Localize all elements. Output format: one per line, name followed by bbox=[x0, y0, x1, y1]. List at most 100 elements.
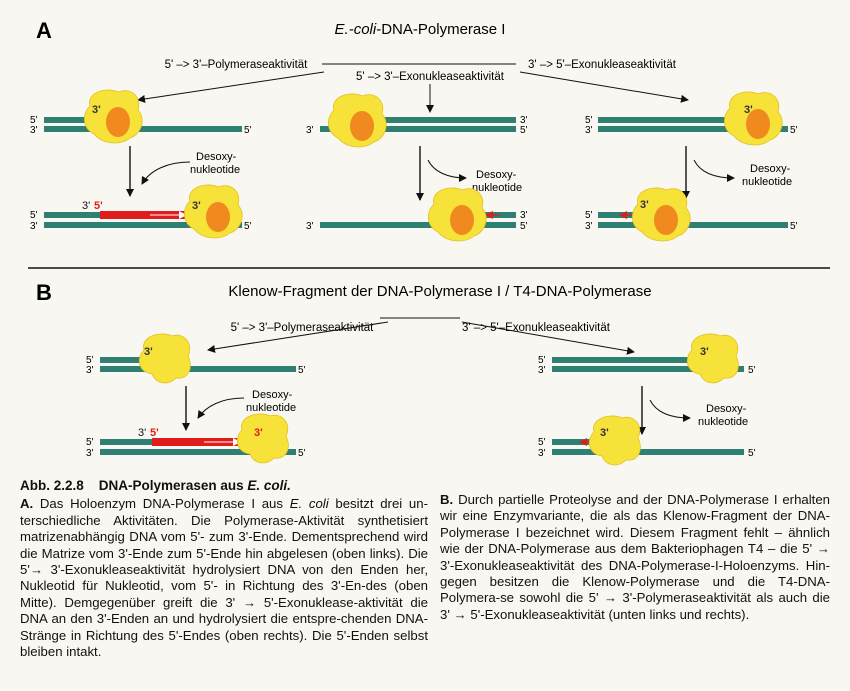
caption-left: Abb. 2.2.8 DNA-Polymerasen aus E. coli. … bbox=[20, 478, 428, 660]
svg-text:5': 5' bbox=[585, 115, 593, 126]
activity-exo53-a: 5' –> 3'–Exonukleaseaktivität bbox=[356, 71, 505, 83]
caption-heading-label: Abb. 2.2.8 bbox=[20, 478, 84, 493]
desoxy-a-left-2: nukleotide bbox=[190, 164, 240, 176]
svg-text:5': 5' bbox=[790, 221, 798, 232]
svg-text:5': 5' bbox=[748, 365, 756, 376]
arrow-to-exo35-a bbox=[519, 71, 689, 103]
desoxy-a-middle-1: Desoxy- bbox=[476, 169, 517, 181]
panel-b-title: Klenow-Fragment der DNA-Polymerase I / T… bbox=[228, 283, 651, 300]
enzyme-b-left-after bbox=[236, 413, 289, 464]
svg-text:5': 5' bbox=[538, 437, 546, 448]
dna-b-left-after: 5' 3' 5' bbox=[86, 437, 306, 459]
svg-text:3': 3' bbox=[306, 125, 314, 136]
dna-a-right-after: 5' 3' 5' bbox=[585, 210, 798, 232]
dna-a-left-before: 5' 3' 5' bbox=[30, 115, 252, 136]
svg-text:5': 5' bbox=[244, 125, 252, 136]
label-3prime-b-left-enzyme: 3' bbox=[254, 427, 263, 439]
desoxy-a-right-2: nukleotide bbox=[742, 176, 792, 188]
enzyme-a-right-after bbox=[632, 187, 691, 242]
svg-text:3': 3' bbox=[86, 365, 94, 376]
svg-text:3': 3' bbox=[30, 125, 38, 136]
svg-text:3': 3' bbox=[585, 125, 593, 136]
label-5prime-new-b-left: 5' bbox=[150, 427, 159, 439]
panel-a-title-italic: E.-coli bbox=[335, 21, 377, 38]
svg-text:5': 5' bbox=[790, 125, 798, 136]
nucleotide-arrow-a-right bbox=[693, 159, 735, 182]
caption-heading-text: DNA-Polymerasen aus bbox=[98, 478, 244, 493]
dna-a-left-after: 5' 3' 5' bbox=[30, 210, 252, 232]
label-3prime-b-left-after: 3' bbox=[138, 427, 146, 439]
svg-text:5': 5' bbox=[748, 448, 756, 459]
dna-a-right-before: 5' 3' 5' bbox=[585, 115, 798, 136]
svg-text:3': 3' bbox=[520, 115, 528, 126]
activity-exo35-b: 3' –> 5'–Exonukleaseaktivität bbox=[462, 322, 611, 334]
arrow-to-polymerase-a bbox=[137, 71, 325, 103]
caption-heading-italic: E. coli. bbox=[247, 478, 291, 493]
label-3prime-a-left-after: 3' bbox=[82, 200, 90, 212]
nucleotide-arrow-a-left bbox=[141, 161, 191, 185]
caption-a-part1: Das Holoenzym DNA-Polymerase I aus bbox=[39, 496, 283, 512]
enzyme-a-middle-after bbox=[428, 187, 487, 242]
label-3prime-a-left-enzyme: 3' bbox=[192, 200, 201, 212]
desoxy-b-left-1: Desoxy- bbox=[252, 389, 293, 401]
caption-heading: Abb. 2.2.8 DNA-Polymerasen aus E. coli. bbox=[20, 478, 428, 494]
activity-polymerase-a: 5' –> 3'–Polymeraseaktivität bbox=[165, 59, 309, 71]
enzyme-a-right-before bbox=[724, 91, 783, 146]
svg-text:3': 3' bbox=[538, 448, 546, 459]
svg-text:5': 5' bbox=[298, 448, 306, 459]
nucleotide-arrow-b-right bbox=[649, 399, 691, 422]
label-3prime-a-right-after: 3' bbox=[640, 199, 649, 211]
activity-exo35-a: 3' –> 5'–Exonukleaseaktivität bbox=[528, 59, 677, 71]
desoxy-a-left-1: Desoxy- bbox=[196, 151, 237, 163]
svg-text:3': 3' bbox=[86, 448, 94, 459]
svg-text:5': 5' bbox=[298, 365, 306, 376]
svg-text:5': 5' bbox=[520, 221, 528, 232]
desoxy-a-middle-2: nukleotide bbox=[472, 182, 522, 194]
svg-text:5': 5' bbox=[30, 210, 38, 221]
dna-b-right-before: 5' 3' 5' bbox=[538, 355, 756, 376]
svg-text:3': 3' bbox=[585, 221, 593, 232]
svg-text:3': 3' bbox=[520, 210, 528, 221]
caption-a-paragraph: A. Das Holoenzym DNA-Polymerase I aus E.… bbox=[20, 496, 428, 660]
caption-b-text: Durch partielle Proteolyse and der DNA-P… bbox=[440, 492, 831, 622]
enzyme-b-right-after bbox=[588, 415, 641, 466]
diagram-figure: A E.-coli-DNA-Polymerase I 5' –> 3'–Poly… bbox=[28, 18, 830, 466]
arrow-to-exo35-b bbox=[461, 321, 635, 355]
activity-polymerase-b: 5' –> 3'–Polymeraseaktivität bbox=[231, 322, 375, 334]
caption-a-italic: E. coli bbox=[289, 496, 329, 512]
label-5prime-new-a-left: 5' bbox=[94, 200, 103, 212]
dna-b-left-before: 5' 3' 5' bbox=[86, 355, 306, 376]
label-3prime-b-right-after: 3' bbox=[600, 427, 609, 439]
svg-text:5': 5' bbox=[538, 355, 546, 366]
dna-a-middle-before: 3' 5' 3' bbox=[306, 115, 528, 136]
caption-a-label: A. bbox=[20, 496, 34, 512]
label-3prime-b-right: 3' bbox=[700, 346, 709, 358]
svg-text:3': 3' bbox=[30, 221, 38, 232]
nucleotide-arrow-a-middle bbox=[427, 159, 467, 182]
svg-text:5': 5' bbox=[86, 437, 94, 448]
desoxy-a-right-1: Desoxy- bbox=[750, 163, 791, 175]
label-3prime-a-right: 3' bbox=[744, 104, 753, 116]
enzyme-b-right-before bbox=[686, 333, 739, 384]
enzyme-a-left-before bbox=[84, 89, 143, 144]
desoxy-b-right-2: nukleotide bbox=[698, 416, 748, 428]
svg-text:5': 5' bbox=[30, 115, 38, 126]
panel-a-title: E.-coli-DNA-Polymerase I bbox=[335, 21, 506, 38]
nucleotide-arrow-b-left bbox=[197, 397, 245, 419]
caption-b-label: B. bbox=[440, 492, 454, 507]
arrow-to-polymerase-b bbox=[207, 321, 389, 353]
svg-text:3': 3' bbox=[538, 365, 546, 376]
dna-b-right-after: 5' 3' 5' bbox=[538, 437, 756, 459]
panel-a-title-rest: -DNA-Polymerase I bbox=[376, 21, 505, 38]
enzyme-a-middle-before bbox=[328, 93, 387, 148]
caption-right: B. Durch partielle Proteolyse and der DN… bbox=[440, 492, 830, 623]
enzyme-b-left-before bbox=[138, 333, 191, 384]
desoxy-b-right-1: Desoxy- bbox=[706, 403, 747, 415]
svg-text:3': 3' bbox=[306, 221, 314, 232]
svg-text:5': 5' bbox=[520, 125, 528, 136]
svg-text:5': 5' bbox=[585, 210, 593, 221]
svg-text:5': 5' bbox=[86, 355, 94, 366]
panel-b-letter: B bbox=[36, 280, 52, 305]
desoxy-b-left-2: nukleotide bbox=[246, 402, 296, 414]
dna-a-middle-after: 3' 5' 3' bbox=[306, 210, 528, 232]
